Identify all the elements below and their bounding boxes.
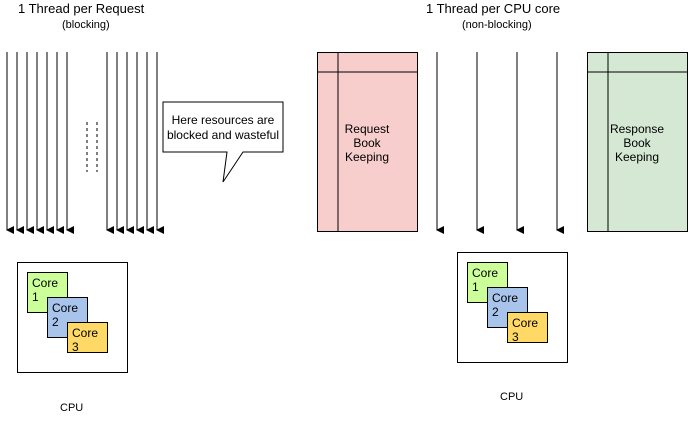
callout-bubble: [162, 101, 284, 183]
left-core-3: Core 3: [67, 322, 108, 354]
left-subtitle: (blocking): [62, 19, 110, 31]
callout-text: Here resources are blocked and wasteful: [166, 113, 280, 142]
request-book-keeping-box: [317, 52, 418, 232]
right-title: 1 Thread per CPU core: [426, 1, 561, 16]
left-thread-arrows-group-1: [6, 52, 74, 234]
left-title: 1 Thread per Request: [18, 1, 145, 16]
right-thread-arrows: [436, 52, 564, 234]
response-book-keeping-box: [587, 52, 688, 232]
right-subtitle: (non-blocking): [462, 19, 532, 31]
response-book-keeping-label: Response Book Keeping: [609, 122, 665, 164]
right-cpu-label: CPU: [500, 391, 524, 403]
left-thread-ellipsis: [86, 122, 98, 172]
left-thread-arrows-group-2: [106, 52, 164, 234]
left-cpu-label: CPU: [60, 402, 84, 414]
right-core-3: Core 3: [507, 312, 548, 344]
request-book-keeping-label: Request Book Keeping: [344, 122, 390, 164]
